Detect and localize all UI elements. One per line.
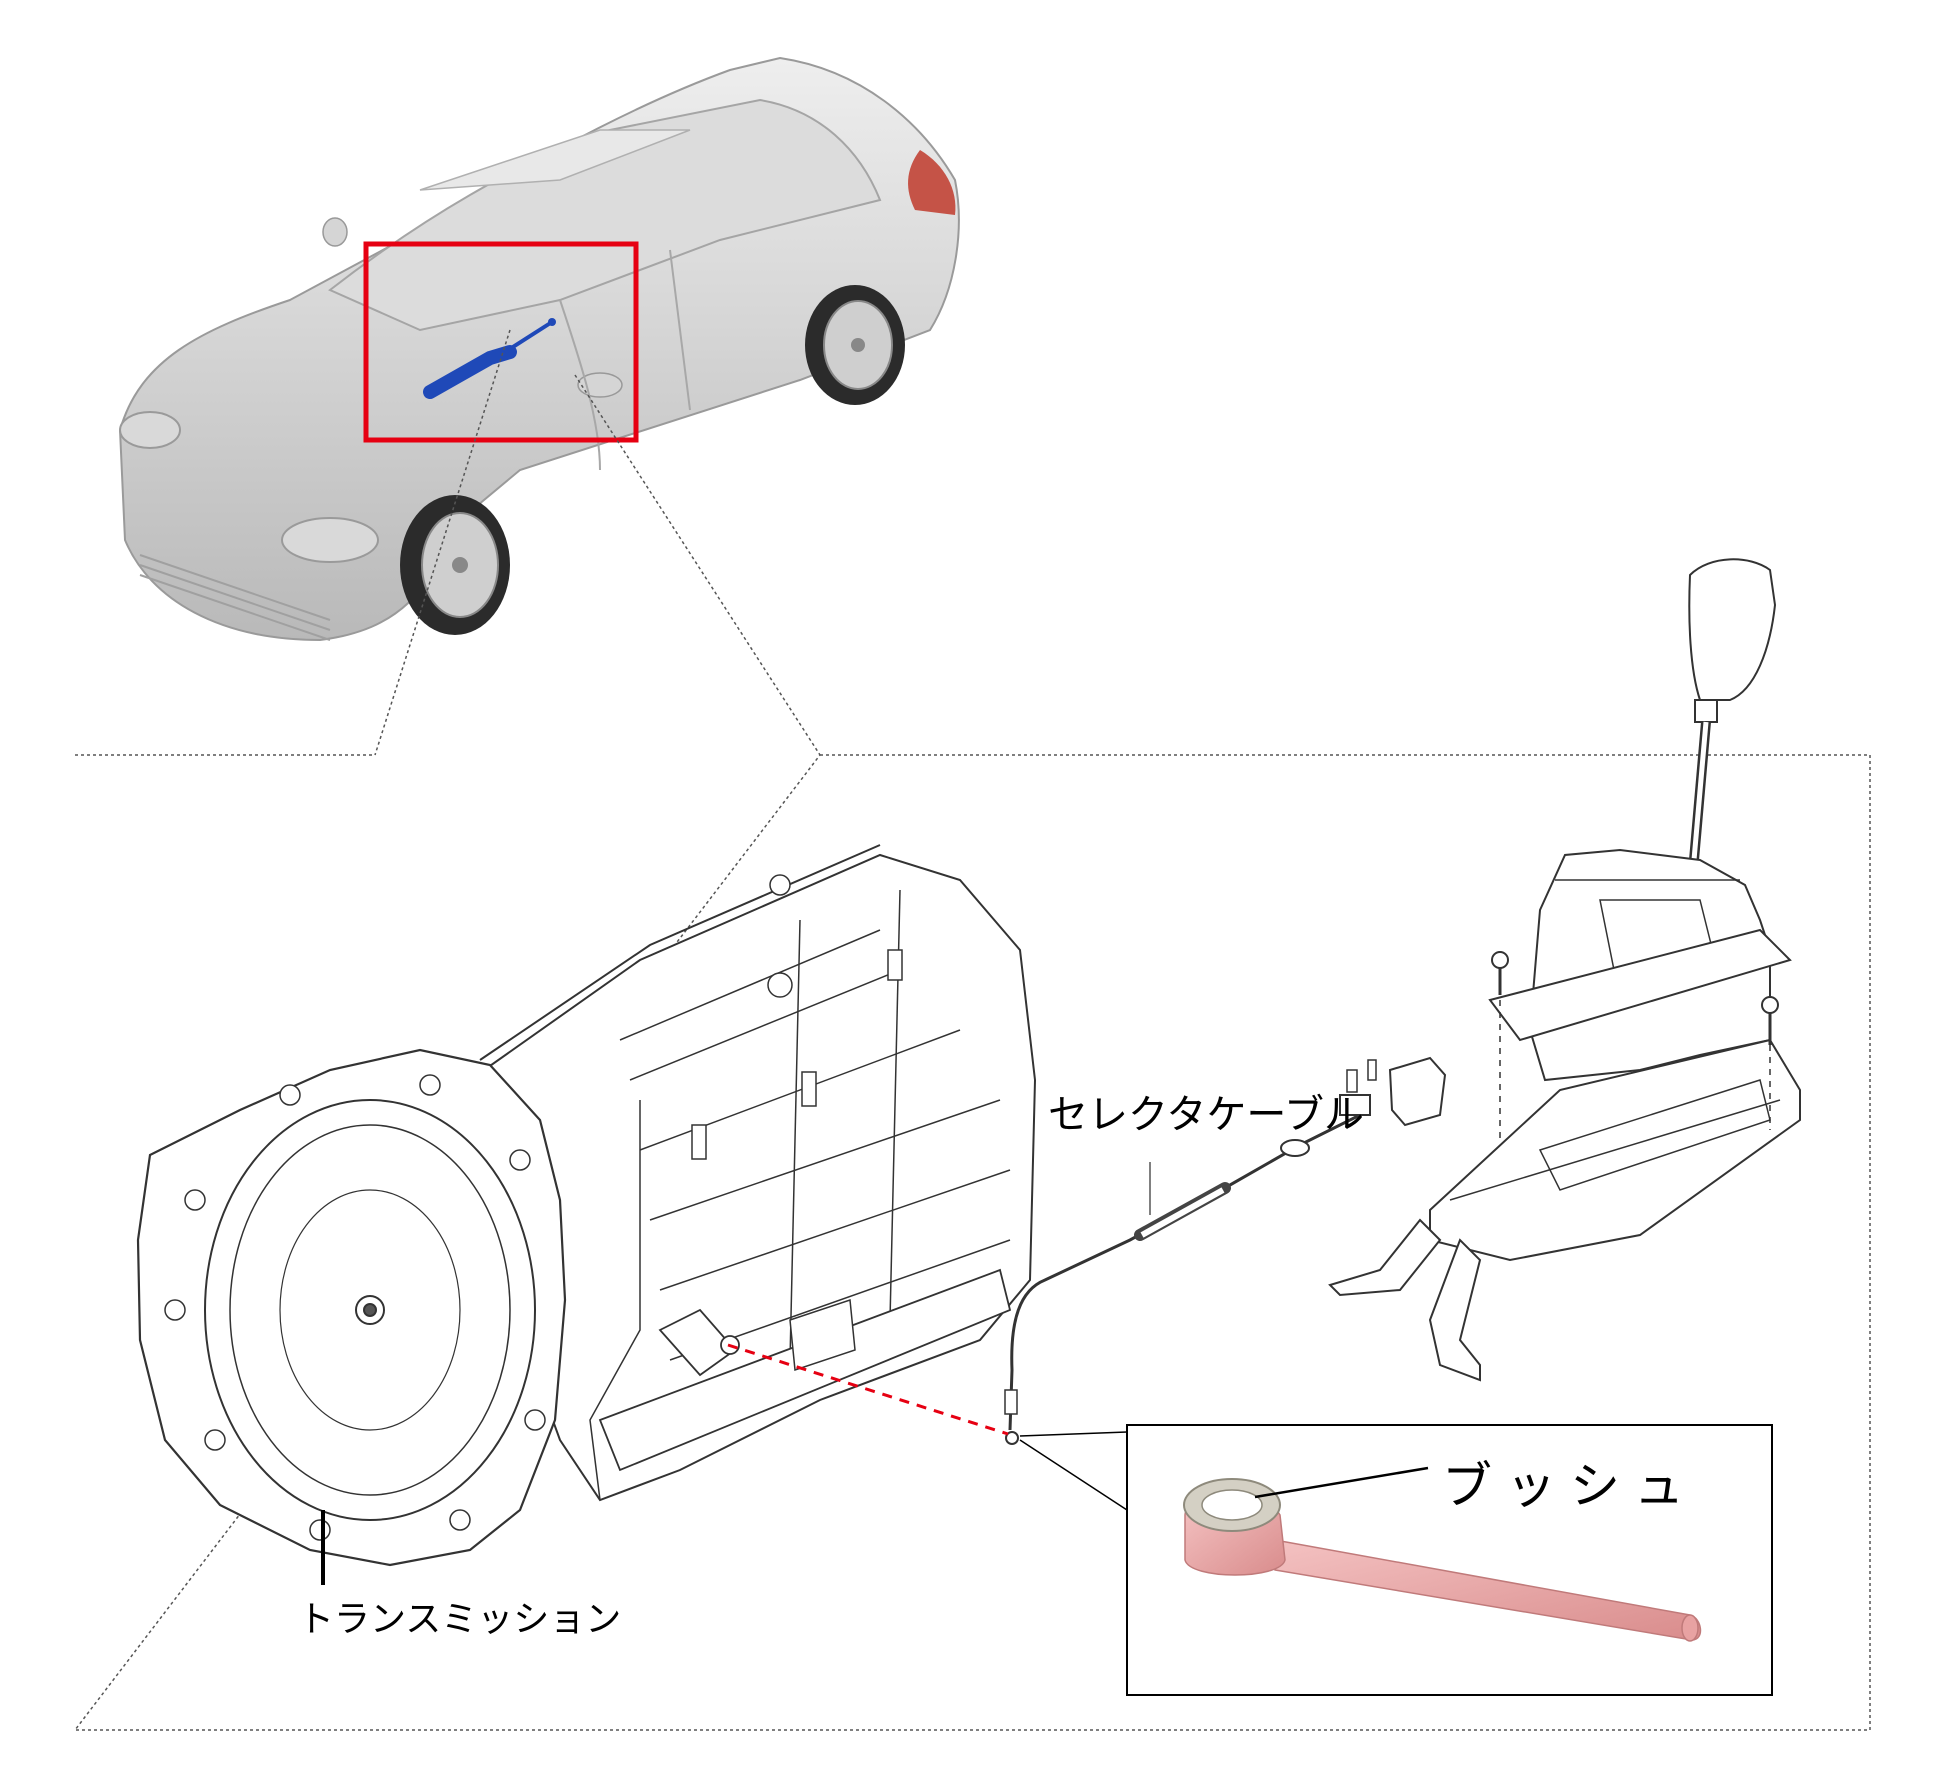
car-front-wheel — [400, 495, 510, 635]
car-headlight-left — [119, 411, 181, 449]
car-rear-wheel — [805, 285, 905, 405]
car-door-lines — [559, 249, 691, 471]
bushing-part-icon — [1183, 1478, 1702, 1642]
connection-dashed-line — [727, 1343, 1009, 1436]
car-headlight-right — [281, 517, 379, 563]
car-tail-light — [908, 150, 956, 215]
car-sunroof — [419, 129, 691, 191]
selector-cable-label: セレクタケーブル — [1048, 1092, 1364, 1138]
detail-frame — [73, 754, 1871, 1731]
selector-cable-in-car — [423, 318, 556, 399]
bushing-leader — [1254, 1466, 1429, 1499]
car-grille — [139, 554, 331, 641]
bushing-callout — [1019, 1431, 1128, 1511]
gear-shifter-assembly-icon — [1328, 558, 1801, 1382]
transmission-unit-icon — [136, 844, 1037, 1567]
bushing-label: ブッシュ — [1442, 1457, 1698, 1515]
highlight-box — [363, 241, 639, 443]
callout-leaders — [374, 329, 821, 756]
car-mirror-left — [322, 217, 348, 247]
car-overview-icon — [118, 56, 960, 642]
transmission-label: トランスミッション — [298, 1599, 622, 1640]
selector-cable-icon — [1004, 1056, 1447, 1445]
